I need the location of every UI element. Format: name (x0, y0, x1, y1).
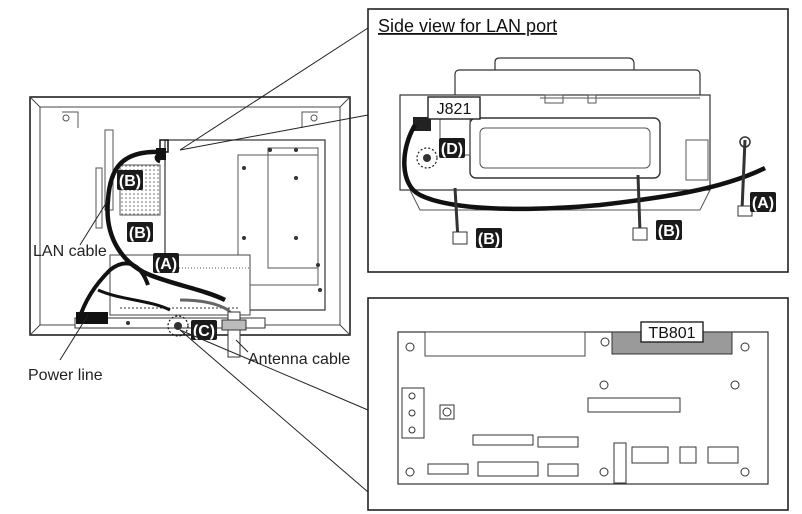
tag-b-upper: (B) (117, 170, 143, 190)
tag-b-side-left: (B) (476, 228, 502, 248)
callout-line-board-view (179, 329, 369, 493)
tag-b-side-right: (B) (656, 220, 682, 240)
board-view-panel: TB801 (367, 297, 789, 511)
side-lan-cable (402, 123, 766, 212)
tag-a-side: (A) (750, 192, 776, 212)
j821-label: J821 (437, 101, 472, 118)
side-view-panel: Side view for LAN port J821 (D) (367, 8, 789, 273)
circuit-board (397, 331, 769, 485)
tag-c: (C) (191, 320, 217, 340)
tag-a-main: (A) (153, 253, 179, 273)
power-line-cable (76, 261, 150, 323)
svg-text:(B): (B) (129, 225, 151, 242)
power-line-label: Power line (28, 367, 103, 384)
callout-line-side-view (179, 27, 369, 151)
antenna-cable-line (179, 298, 237, 319)
lan-cable-label: LAN cable (33, 243, 107, 260)
svg-text:(B): (B) (478, 231, 500, 248)
svg-text:(B): (B) (658, 223, 680, 240)
svg-text:(C): (C) (193, 323, 215, 340)
side-view-title: Side view for LAN port (378, 16, 557, 36)
svg-text:(D): (D) (441, 141, 463, 158)
svg-text:(B): (B) (119, 173, 141, 190)
antenna-cable-label: Antenna cable (248, 351, 350, 368)
lan-cable-line (105, 149, 227, 303)
tag-d: (D) (439, 138, 465, 158)
tag-b-lower: (B) (127, 222, 153, 242)
tb801-label: TB801 (648, 325, 695, 342)
svg-text:(A): (A) (155, 256, 177, 273)
main-enclosure-view: (B) (B) (A) (C) LAN cable Power line Ant… (28, 96, 351, 384)
svg-text:(A): (A) (752, 195, 774, 212)
